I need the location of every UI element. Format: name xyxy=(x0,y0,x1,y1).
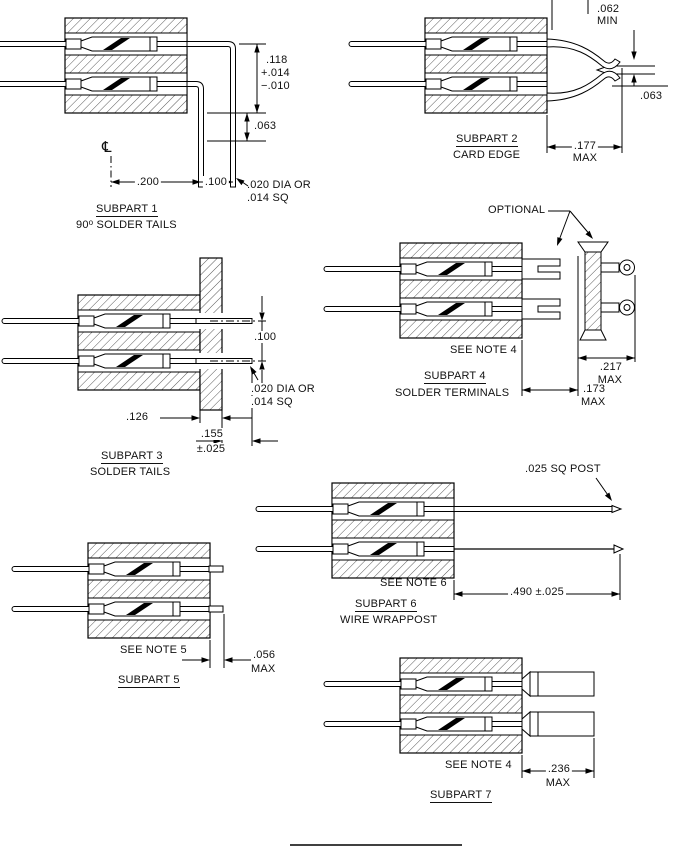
subpart-1-figure xyxy=(0,18,266,188)
sp3-title: SUBPART 3 xyxy=(101,450,163,464)
sp1-dim-spacing-b-label: .100 xyxy=(202,176,230,188)
sp7-dim-width-label: .236 xyxy=(545,763,573,775)
sp3-solder-tails xyxy=(195,318,268,364)
sp5-connector-body xyxy=(12,543,210,638)
sp5-dim-stub-label: .056 xyxy=(253,649,276,661)
sp4-dim-width-label: .217 xyxy=(597,361,625,373)
sp2-title: SUBPART 2 xyxy=(456,133,518,147)
sp3-subtitle: SOLDER TAILS xyxy=(90,466,171,478)
sp6-post-label: .025 SQ POST xyxy=(525,463,601,475)
subpart-7-figure xyxy=(324,658,595,778)
sp4-optional-terminal xyxy=(577,241,635,341)
sp1-centerline-symbol: ℄ xyxy=(102,138,112,156)
sp5-title: SUBPART 5 xyxy=(118,674,180,688)
sp1-dim-offset-label: .063 xyxy=(252,120,279,132)
sp5-stub-tails xyxy=(208,565,224,613)
sp2-subtitle: CARD EDGE xyxy=(453,149,521,161)
sp1-dim-tol-minus-label: −.010 xyxy=(261,80,290,92)
sp1-subtitle-rest: SOLDER TAILS xyxy=(93,219,177,231)
sp3-dim-protrusion-label: .155 xyxy=(198,428,226,440)
sp5-dim-stub-qualifier: MAX xyxy=(251,663,276,675)
sp1-dim-height-label: .118 xyxy=(266,54,288,66)
sp6-note-label: SEE NOTE 6 xyxy=(380,577,447,589)
sp1-subtitle-sup: o xyxy=(88,217,94,227)
sp4-note-label: SEE NOTE 4 xyxy=(450,344,517,356)
sp6-title: SUBPART 6 xyxy=(355,598,417,612)
sp1-dimension-lines xyxy=(110,43,266,187)
sp6-dim-length-label: .490 ±.025 xyxy=(508,586,566,598)
sp1-tail-note-line2: .014 SQ xyxy=(247,192,289,204)
sp1-title: SUBPART 1 xyxy=(96,203,158,217)
sp4-dimension-lines xyxy=(521,210,636,396)
sp2-card-edge-contacts xyxy=(546,38,655,102)
sp7-connector-body xyxy=(324,658,522,753)
sp3-tail-note-line1: .020 DIA OR xyxy=(249,383,317,395)
sp6-wire-wrap-posts xyxy=(453,504,625,554)
sp1-subtitle: 90o SOLDER TAILS xyxy=(76,217,177,232)
sp4-title: SUBPART 4 xyxy=(424,370,486,384)
sp3-mounting-plate xyxy=(199,257,224,411)
subpart-4-figure xyxy=(324,210,636,396)
sp3-tail-note-line2: .014 SQ xyxy=(249,396,295,408)
sp5-note-label: SEE NOTE 5 xyxy=(120,644,187,656)
sp4-fork-terminals xyxy=(521,258,561,320)
sp3-connector-body xyxy=(2,295,200,390)
sp4-connector-body xyxy=(324,243,522,338)
sp2-dim-depth-label: .177 xyxy=(571,140,599,152)
sp7-blade-terminals xyxy=(521,670,595,738)
sp7-note-label: SEE NOTE 4 xyxy=(445,759,512,771)
sp1-tail-note-line1: .020 DIA OR xyxy=(247,179,311,191)
sp1-subtitle-degrees: 90 xyxy=(76,219,89,231)
sp2-connector-body xyxy=(349,18,547,113)
sp2-dim-min-qualifier: MIN xyxy=(597,15,618,27)
sp2-dim-gap-label: .063 xyxy=(640,90,663,102)
sp4-dim-standoff-qualifier: MAX xyxy=(581,396,606,408)
sp4-dim-width-qualifier: MAX xyxy=(595,374,625,386)
sp4-dim-standoff-label: .173 xyxy=(583,383,606,395)
sp1-right-angle-tails xyxy=(186,41,236,188)
sp7-title: SUBPART 7 xyxy=(430,789,492,803)
sp1-dim-spacing-a-label: .200 xyxy=(134,176,162,188)
sp5-dimension-lines xyxy=(182,614,251,668)
subpart-3-figure xyxy=(2,257,278,446)
sp2-dim-depth-qualifier: MAX xyxy=(570,152,600,164)
sp6-dimension-lines xyxy=(453,477,621,600)
sp3-dim-protrusion-tol: ±.025 xyxy=(194,443,228,455)
sp3-dim-pitch-label: .100 xyxy=(252,331,279,343)
sp2-dim-min-label: .062 xyxy=(597,3,620,15)
subpart-2-figure xyxy=(349,0,668,153)
sp6-subtitle: WIRE WRAPPOST xyxy=(340,614,438,626)
sp3-dim-thickness-label: .126 xyxy=(126,411,149,423)
sp1-dim-tol-plus-label: +.014 xyxy=(261,67,290,79)
sp4-optional-label: OPTIONAL xyxy=(488,204,546,216)
sp6-connector-body xyxy=(256,483,454,578)
sp7-dim-width-qualifier: MAX xyxy=(543,777,573,789)
subpart-5-figure xyxy=(12,543,251,668)
sp1-connector-body xyxy=(0,18,187,113)
sp4-subtitle: SOLDER TERMINALS xyxy=(395,387,510,399)
